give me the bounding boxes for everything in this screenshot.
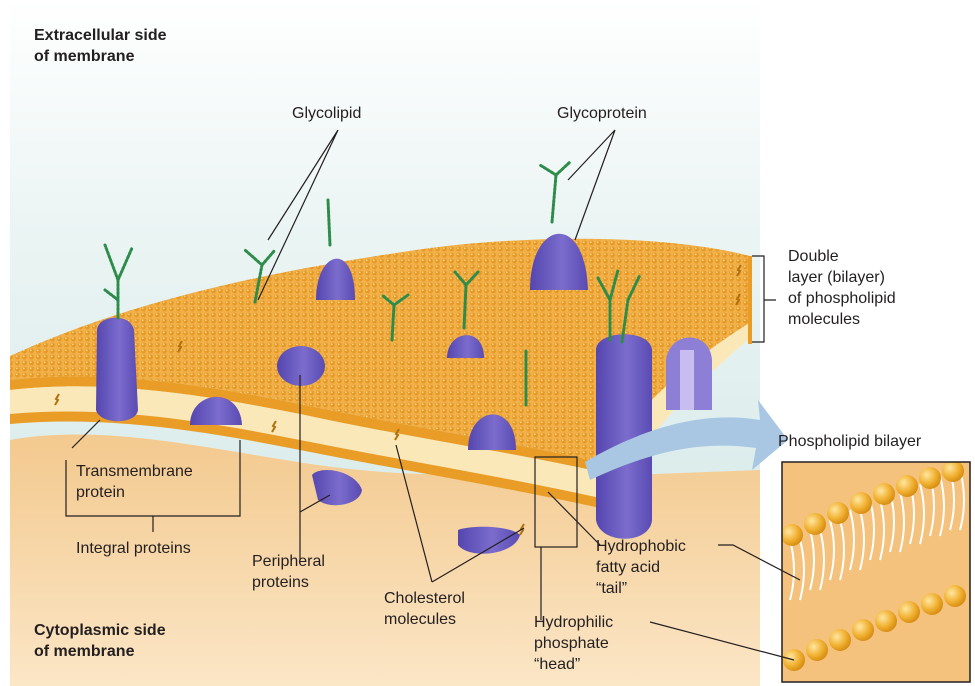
- bilayer-inset: [781, 460, 970, 682]
- integral-proteins-label: Integral proteins: [76, 538, 191, 559]
- glycolipid-label: Glycolipid: [292, 103, 361, 124]
- glycoprotein-label: Glycoprotein: [557, 103, 647, 124]
- phospholipid-bilayer-title: Phospholipid bilayer: [778, 431, 921, 452]
- transmembrane-protein-left: [96, 318, 138, 422]
- peripheral-protein-top: [277, 346, 325, 386]
